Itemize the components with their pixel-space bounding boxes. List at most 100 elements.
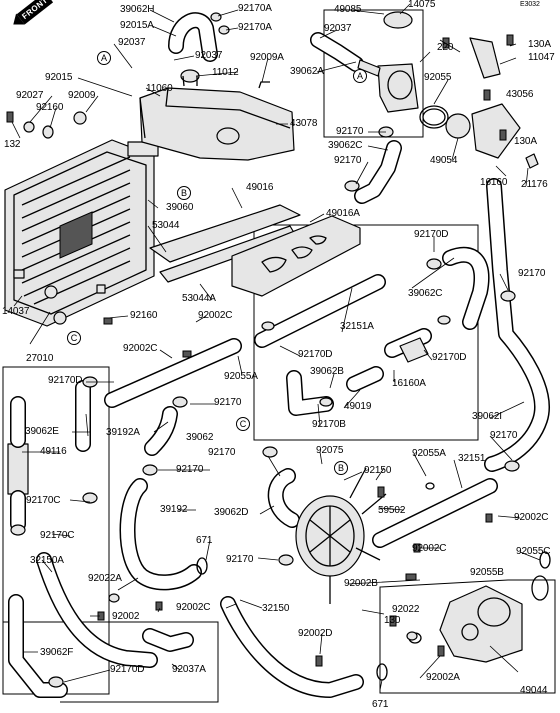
part-label: 39062A [290, 66, 324, 77]
part-label: 92170 [208, 447, 236, 458]
thermostat-housing [357, 11, 419, 113]
part-label: 92075 [316, 445, 344, 456]
part-label: 32151A [340, 321, 374, 332]
part-label: 92170D [110, 664, 145, 675]
part-label: 92170 [334, 155, 362, 166]
part-label: 49054 [430, 155, 458, 166]
part-label: 92170C [40, 530, 75, 541]
part-label: 39192A [106, 427, 140, 438]
callout-a: A [353, 69, 367, 83]
part-label: 11047 [528, 52, 555, 63]
part-label: 92170 [518, 268, 546, 279]
part-label: 39062B [310, 366, 344, 377]
part-label: 92002A [426, 672, 460, 683]
callout-a: A [97, 51, 111, 65]
thermostat-group-frame [323, 9, 424, 138]
part-label: 92055B [470, 567, 504, 578]
part-label: 92022A [88, 573, 122, 584]
part-label: 92002C [514, 512, 549, 523]
part-label: 92160 [36, 102, 64, 113]
part-label: 92055A [412, 448, 446, 459]
part-label: 92037 [118, 37, 146, 48]
part-label: 32150A [30, 555, 64, 566]
part-label: 14075 [408, 0, 436, 10]
callout-b: B [334, 461, 348, 475]
part-label: 49085 [334, 4, 362, 15]
part-label: 92002B [344, 578, 378, 589]
part-label: 39192 [160, 504, 188, 515]
radiator [4, 139, 159, 327]
part-label: 43056 [506, 89, 534, 100]
part-label: 39062H [120, 4, 155, 15]
part-label: 92037A [172, 664, 206, 675]
part-label: 32151 [458, 453, 486, 464]
part-label: 59502 [378, 505, 406, 516]
part-label: 671 [372, 699, 389, 710]
part-label: 43078 [290, 118, 318, 129]
part-label: 49044 [520, 685, 548, 696]
part-label: 49019 [344, 401, 372, 412]
part-label: 92150 [364, 465, 392, 476]
part-label: 92055C [516, 546, 551, 557]
part-label: 92037 [324, 23, 352, 34]
bracket [469, 37, 501, 79]
part-label: 220 [437, 42, 454, 53]
catalog-code: E3032 [520, 1, 540, 8]
part-label: 16160 [480, 177, 508, 188]
part-label: 92170 [214, 397, 242, 408]
shroud-bracket [149, 204, 301, 263]
bolts [6, 34, 514, 667]
part-label: 92170A [238, 3, 272, 14]
part-label: 16160A [392, 378, 426, 389]
cooling-fan [295, 467, 387, 604]
part-label: 92170D [432, 352, 467, 363]
part-label: 49016A [326, 208, 360, 219]
part-label: 39062C [408, 288, 443, 299]
part-label: 53044A [182, 293, 216, 304]
part-label: 92009A [250, 52, 284, 63]
part-label: 27010 [26, 353, 54, 364]
part-label: 39062I [472, 411, 502, 422]
part-label: 92170 [490, 430, 518, 441]
part-label: 32150 [262, 603, 290, 614]
part-label: 11060 [146, 83, 173, 94]
part-label: 92170D [298, 349, 333, 360]
part-label: 130A [528, 39, 551, 50]
callout-b: B [177, 186, 191, 200]
part-label: 49016 [246, 182, 274, 193]
part-label: 671 [196, 535, 213, 546]
part-label: 92170A [238, 22, 272, 33]
part-label: 132 [4, 139, 21, 150]
part-label: 92002 [112, 611, 140, 622]
part-label: 39062C [328, 140, 363, 151]
pipe-kit-group-frame [253, 224, 479, 441]
water-pump [408, 575, 549, 663]
part-label: 130A [514, 136, 537, 147]
hose-clamps [10, 12, 551, 688]
part-label: 11012 [212, 67, 239, 78]
part-label: 14037 [2, 306, 30, 317]
part-label: 92015 [45, 72, 73, 83]
part-label: 92055A [224, 371, 258, 382]
part-label: 92002C [123, 343, 158, 354]
part-label: 92170 [336, 126, 364, 137]
lower-pipe-group-frame [3, 621, 219, 703]
part-label: 92170 [176, 464, 204, 475]
part-label: 53044 [152, 220, 180, 231]
part-label: 92037 [195, 50, 223, 61]
part-label: 39062E [25, 426, 59, 437]
part-label: 39062 [186, 432, 214, 443]
part-label: 92160 [130, 310, 158, 321]
part-label: 92002C [198, 310, 233, 321]
part-label: 39060 [166, 202, 194, 213]
callout-c: C [67, 331, 81, 345]
part-label: 39062F [40, 647, 74, 658]
part-label: 92170D [414, 229, 449, 240]
part-label: 92009 [68, 90, 96, 101]
part-label: 92170C [26, 495, 61, 506]
part-label: 21176 [521, 179, 548, 190]
part-label: 92055 [424, 72, 452, 83]
part-label: 92022 [392, 604, 420, 615]
